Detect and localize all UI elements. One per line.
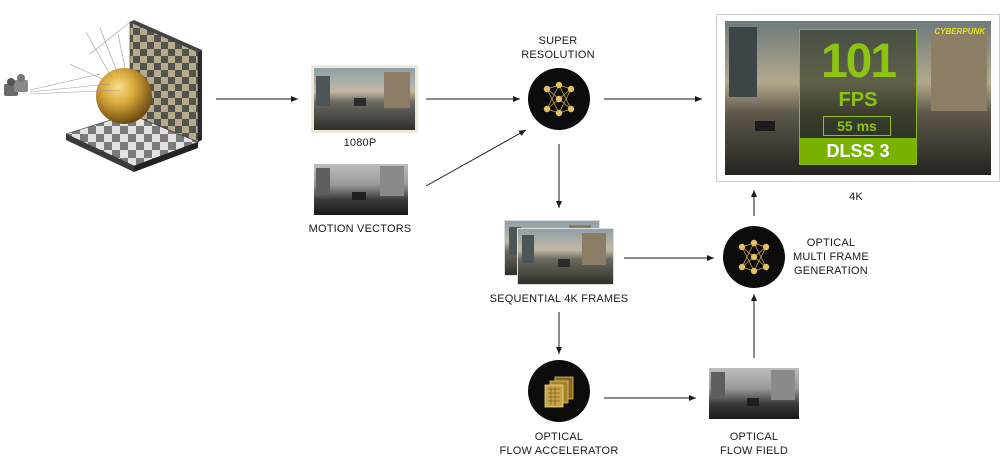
- label-optical-flow-field: OPTICAL FLOW FIELD: [719, 431, 788, 457]
- label-optical-flow-accelerator: OPTICAL FLOW ACCELERATOR: [499, 431, 619, 457]
- game-logo: CYBERPUNK: [934, 27, 985, 36]
- sequential-frame-front: [517, 228, 614, 285]
- super-resolution-node: [528, 68, 590, 130]
- input-1080p-frame: [311, 65, 418, 133]
- render-scene-illustration: [4, 20, 202, 172]
- label-super-resolution: SUPER RESOLUTION: [521, 35, 595, 61]
- frame-generation-node: [723, 226, 785, 288]
- label-4k: 4K: [849, 191, 863, 203]
- camera-icon: [4, 74, 28, 96]
- output-4k-frame: CYBERPUNK 101 FPS 55 ms DLSS 3: [716, 14, 1000, 182]
- fps-value: 101: [820, 35, 897, 88]
- label-frame-generation: OPTICAL MULTI FRAME GENERATION: [793, 237, 869, 277]
- label-motion-vectors: MOTION VECTORS: [308, 223, 412, 235]
- latency-value: 55 ms: [823, 116, 891, 136]
- optical-flow-accelerator-node: [528, 360, 590, 422]
- dlss-mode-badge: DLSS 3: [800, 138, 916, 164]
- neural-network-icon: [543, 81, 575, 117]
- motion-vectors-frame: [314, 164, 408, 215]
- optical-flow-field-frame: [709, 368, 799, 419]
- label-1080p: 1080P: [343, 137, 377, 149]
- neural-network-icon: [738, 239, 770, 275]
- output-game-scene: CYBERPUNK 101 FPS 55 ms DLSS 3: [725, 21, 991, 175]
- fps-panel: 101 FPS 55 ms DLSS 3: [799, 29, 917, 165]
- label-sequential-frames: SEQUENTIAL 4K FRAMES: [489, 293, 629, 305]
- arrow-motion-to-super-res: [425, 129, 527, 187]
- chip-stack-icon: [544, 376, 574, 408]
- fps-unit: FPS: [838, 89, 878, 111]
